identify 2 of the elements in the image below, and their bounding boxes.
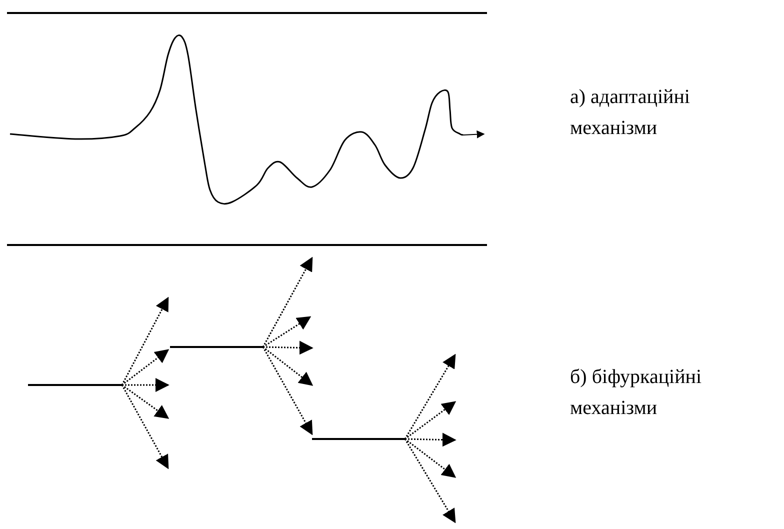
caption-text: а) адаптаційні механізми xyxy=(570,85,691,141)
caption-text: б) біфуркаційні механізми xyxy=(570,365,703,421)
